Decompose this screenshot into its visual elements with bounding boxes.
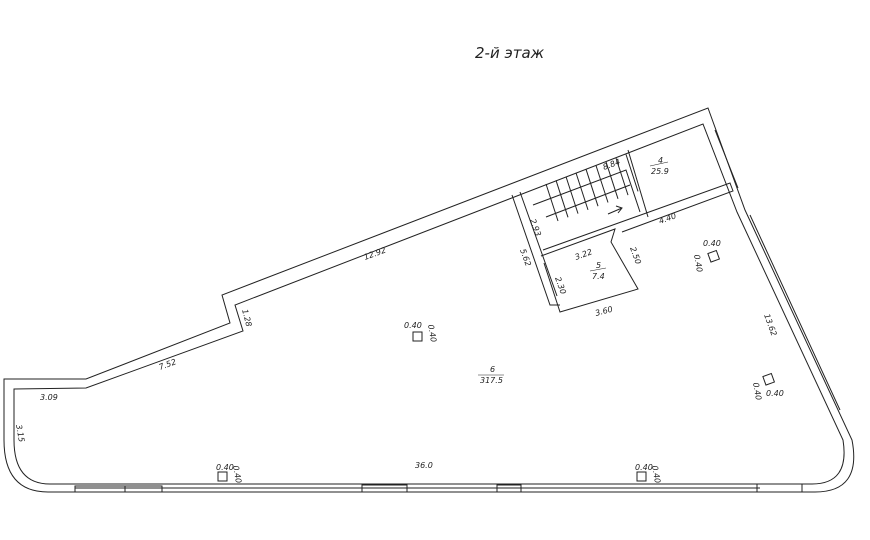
outer-wall xyxy=(3,107,855,493)
svg-text:3.15: 3.15 xyxy=(14,424,26,443)
svg-text:5: 5 xyxy=(596,261,601,270)
svg-text:0.40: 0.40 xyxy=(766,389,784,398)
stair-step xyxy=(565,176,579,214)
svg-text:8.84: 8.84 xyxy=(602,157,622,172)
svg-text:0.40: 0.40 xyxy=(751,382,763,401)
stair-step xyxy=(595,165,609,203)
stair-steps xyxy=(545,154,639,222)
dimension-labels: 12.92 8.84 2.93 5.62 4.40 3.22 2.50 2.30… xyxy=(14,157,778,470)
svg-text:0.40: 0.40 xyxy=(216,463,234,472)
column-1: 0.40 0.40 xyxy=(404,321,438,343)
inner-wall xyxy=(13,123,845,485)
svg-text:0.40: 0.40 xyxy=(650,465,662,484)
column-2: 0.40 0.40 xyxy=(692,239,721,273)
stair-step xyxy=(615,157,629,196)
svg-text:0.40: 0.40 xyxy=(426,324,438,343)
svg-text:2.50: 2.50 xyxy=(628,246,643,266)
svg-text:0.40: 0.40 xyxy=(635,463,653,472)
stair-step xyxy=(545,183,559,222)
svg-text:12.92: 12.92 xyxy=(363,246,388,262)
room-5: 5 7.4 xyxy=(589,261,607,281)
column-5: 0.40 0.40 xyxy=(635,463,662,484)
svg-text:13.62: 13.62 xyxy=(762,313,778,338)
svg-text:25.9: 25.9 xyxy=(651,167,669,176)
svg-text:4: 4 xyxy=(658,156,663,165)
stair-step xyxy=(575,172,589,211)
column-4: 0.40 0.40 xyxy=(216,463,243,484)
svg-text:3.60: 3.60 xyxy=(594,305,614,318)
stair-step xyxy=(625,154,639,192)
svg-text:2.93: 2.93 xyxy=(528,218,543,238)
room-6: 6 317.5 xyxy=(478,365,504,385)
stair-step xyxy=(605,161,619,199)
svg-text:6: 6 xyxy=(490,365,495,374)
room-4: 4 25.9 xyxy=(649,156,669,176)
svg-text:3.22: 3.22 xyxy=(574,247,594,262)
column-3: 0.40 0.40 xyxy=(751,372,784,401)
svg-text:0.40: 0.40 xyxy=(692,254,704,273)
svg-text:317.5: 317.5 xyxy=(480,376,503,385)
windows xyxy=(74,129,841,493)
svg-text:0.40: 0.40 xyxy=(404,321,422,330)
svg-text:0.40: 0.40 xyxy=(703,239,721,248)
svg-text:1.28: 1.28 xyxy=(240,308,253,328)
svg-text:36.0: 36.0 xyxy=(415,461,433,470)
plan-title: 2-й этаж xyxy=(475,44,545,62)
svg-text:7.4: 7.4 xyxy=(592,272,605,281)
stair-arrow-icon xyxy=(607,205,623,215)
svg-text:7.52: 7.52 xyxy=(158,357,178,372)
stair-walls xyxy=(511,149,734,313)
svg-text:5.62: 5.62 xyxy=(518,248,533,268)
svg-text:0.40: 0.40 xyxy=(231,465,243,484)
stair-step xyxy=(585,169,599,207)
svg-text:4.40: 4.40 xyxy=(658,211,678,226)
svg-text:3.09: 3.09 xyxy=(40,393,58,402)
stair-step xyxy=(555,180,569,218)
